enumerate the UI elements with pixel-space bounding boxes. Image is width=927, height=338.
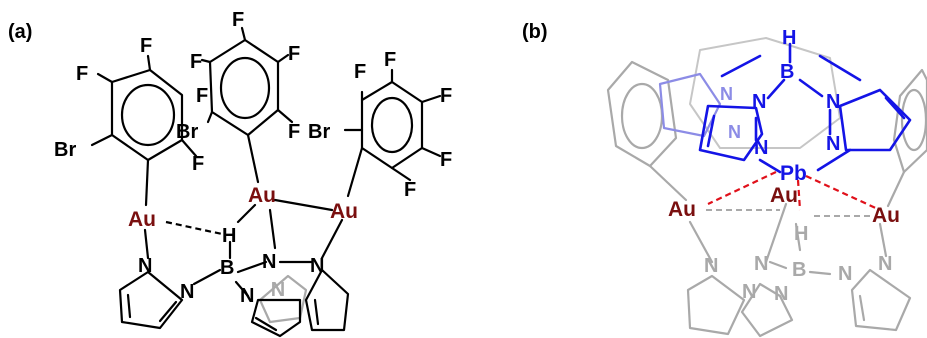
atom-N-b2: N [826,91,840,113]
aryl-ring-2-aromatic [219,56,271,120]
pyrazole-blue-2 [838,88,912,152]
atom-N-b6: N [754,253,768,275]
atom-F-a12: F [440,149,452,171]
pyrazole-1 [118,270,184,330]
aryl-ring-1-aromatic [120,83,176,147]
atom-H-b-blue: H [782,27,796,49]
atom-B-a: B [220,257,234,279]
aryl-ring-3-aromatic [370,96,414,154]
atom-F-a6: F [288,43,300,65]
pyrazole-gray-3 [850,268,912,332]
atom-N-b10: N [878,253,892,275]
panel-b-structure: N N H [606,27,927,338]
atom-N-b8: N [774,283,788,305]
atom-B-b-blue: B [780,61,794,83]
atom-N-b-faint1: N [720,84,733,104]
atom-Br-a3: Br [308,121,330,143]
atom-Au-a1: Au [128,208,156,231]
atom-Pb: Pb [780,162,807,185]
panel-label-b: (b) [522,21,548,43]
atom-Au-a2: Au [248,184,276,207]
atom-N-b1: N [752,91,766,113]
atom-N-a5: N [310,255,324,277]
atom-F-a3: F [192,153,204,175]
atom-F-a1: F [140,35,152,57]
atom-N-a4: N [240,285,254,307]
atom-F-a13: F [404,179,416,201]
panel-label-a: (a) [8,21,32,43]
aryl-ring-back [689,37,841,149]
atom-B-b-gray: B [792,259,806,281]
atom-Au-b1: Au [668,198,696,221]
atom-Au-a3: Au [330,200,358,223]
atom-Au-b2: Au [770,184,798,207]
atom-H-a: H [222,225,236,247]
atom-N-b-faint2: N [728,122,741,142]
atom-Au-b3: Au [872,204,900,227]
atom-N-b7: N [742,281,756,303]
atom-F-a11: F [440,85,452,107]
atom-N-a3: N [262,251,276,273]
atom-F-a7: F [196,85,208,107]
phenyl-left [606,60,678,168]
atom-Br-a1: Br [54,139,76,161]
atom-N-b4: N [826,133,840,155]
atom-N-b3: N [754,137,768,159]
atom-F-a10: F [384,49,396,71]
panel-a-structure: N F F Br F F F F F Br F Br F F F F F Au … [54,9,452,338]
atom-F-a2: F [76,63,88,85]
atom-N-b5: N [704,255,718,277]
atom-Br-a2: Br [176,121,198,143]
atom-F-a4: F [232,9,244,31]
atom-N-a2: N [180,281,194,303]
pyrazole-gray-1 [686,274,746,336]
atom-F-a5: F [190,51,202,73]
atom-N-a1: N [138,255,152,277]
atom-F-a9: F [354,61,366,83]
atom-H-b-gray: H [794,223,808,245]
atom-N-b9: N [838,263,852,285]
pyrazole-blue-1 [698,104,764,162]
atom-N-back: N [271,279,285,301]
atom-F-a8: F [288,121,300,143]
